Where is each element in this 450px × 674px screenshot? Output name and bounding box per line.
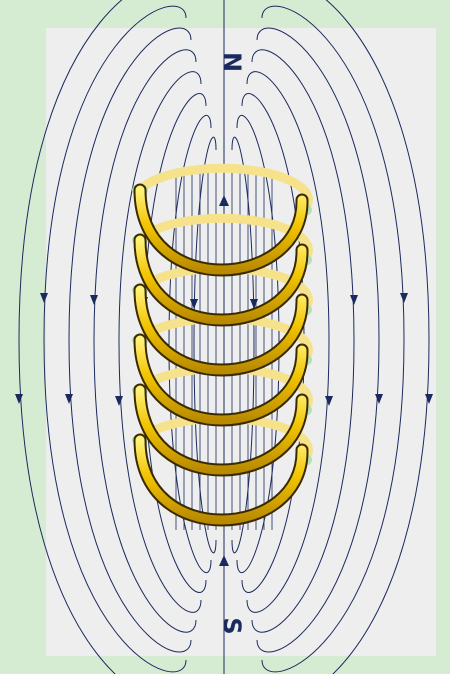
field-arrow [375,394,383,404]
field-arrow [400,293,408,303]
field-line [18,0,123,674]
coil-back-arc [135,213,313,265]
field-line [168,114,212,574]
field-line [261,5,405,673]
field-arrow [40,293,48,303]
field-line [193,136,217,554]
coil-front-loop [135,185,307,275]
field-line [68,27,192,653]
field-arrow [325,396,333,406]
coil-front-loop [135,435,307,525]
field-line [43,5,187,673]
field-line [93,49,197,633]
south-pole-label: S [218,617,246,634]
field-line [246,71,330,613]
field-line [118,71,202,613]
coil-front-loop [135,335,307,425]
field-arrow [15,394,23,404]
field-line [325,0,430,674]
field-line [256,27,380,653]
coil-front-loop [135,235,307,325]
north-pole-label: N [218,52,246,72]
field-arrow [90,295,98,305]
field-arrow [350,295,358,305]
coil-back-arc [135,163,313,215]
coil-front-loop [135,285,307,375]
field-arrow [115,396,123,406]
coil-front-loops [133,183,309,527]
field-arrow [65,394,73,404]
field-line [231,136,255,554]
coil-front-loop [135,385,307,475]
field-line [251,49,355,633]
field-arrow [425,394,433,404]
inner-panel [46,28,436,656]
